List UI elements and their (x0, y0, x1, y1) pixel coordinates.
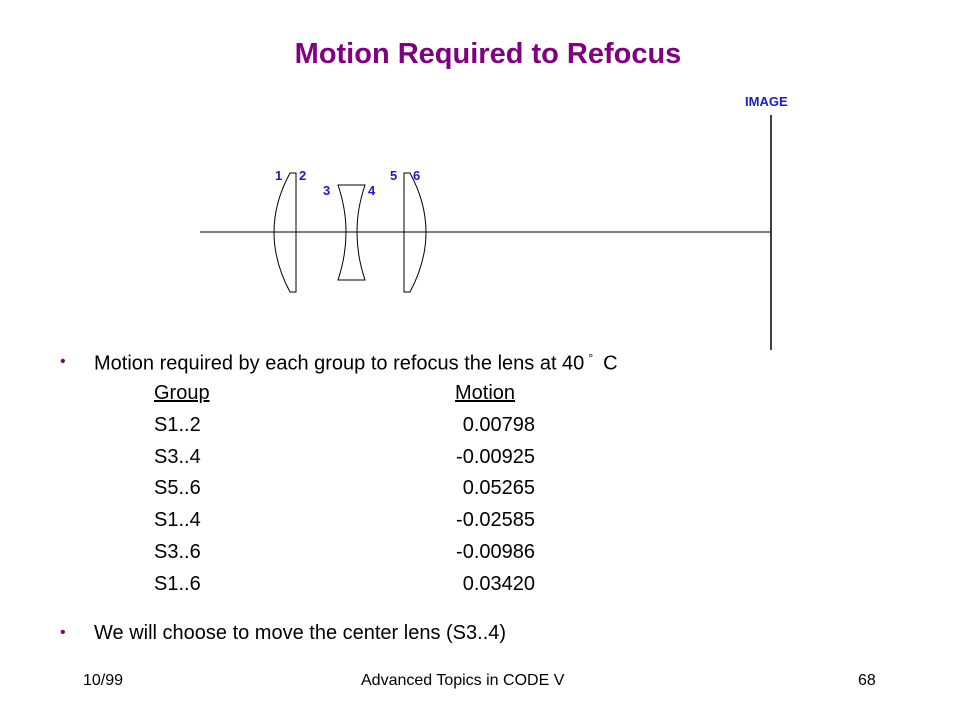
motion-cell: -0.00925 (456, 445, 535, 468)
degree-symbol: ° (588, 351, 594, 365)
surface-label: 5 (390, 168, 398, 183)
header-motion: Motion (455, 382, 516, 404)
bullet-text: Motion required by each group to refocus… (94, 352, 585, 375)
group-cell: S1..2 (154, 414, 201, 436)
surface-label: 1 (275, 168, 283, 183)
group-cell: S3..6 (154, 540, 201, 563)
surface-label: 4 (368, 183, 376, 198)
group-cell: S1..6 (154, 572, 201, 595)
footer-title: Advanced Topics in CODE V (361, 672, 565, 689)
motion-cell: 0.03420 (462, 572, 535, 595)
group-cell: S1..4 (154, 509, 201, 532)
bullet-icon: • (60, 624, 66, 641)
group-cell: S5..6 (154, 477, 201, 500)
motion-cell: -0.00986 (456, 540, 535, 563)
lens-diagram (200, 115, 772, 350)
header-group: Group (154, 382, 210, 404)
surface-label: 2 (299, 168, 307, 183)
lens-element-3 (403, 172, 427, 293)
image-label: IMAGE (745, 94, 788, 109)
unit-text: C (603, 352, 618, 375)
bullet-icon: • (60, 353, 66, 370)
surface-label: 3 (323, 183, 331, 198)
bullet-2: We will choose to move the center lens (… (94, 622, 507, 644)
lens-element-2 (337, 184, 366, 281)
motion-cell: -0.02585 (456, 509, 535, 532)
footer-date: 10/99 (83, 672, 124, 689)
lens-element-1 (273, 172, 297, 293)
footer-page-number: 68 (858, 672, 876, 689)
bullet-1: Motion required by each group to refocus… (94, 351, 618, 376)
slide-title: Motion Required to Refocus (294, 38, 682, 70)
motion-cell: 0.05265 (462, 477, 535, 500)
surface-label: 6 (413, 168, 421, 183)
group-cell: S3..4 (154, 445, 201, 468)
motion-cell: 0.00798 (462, 414, 535, 436)
